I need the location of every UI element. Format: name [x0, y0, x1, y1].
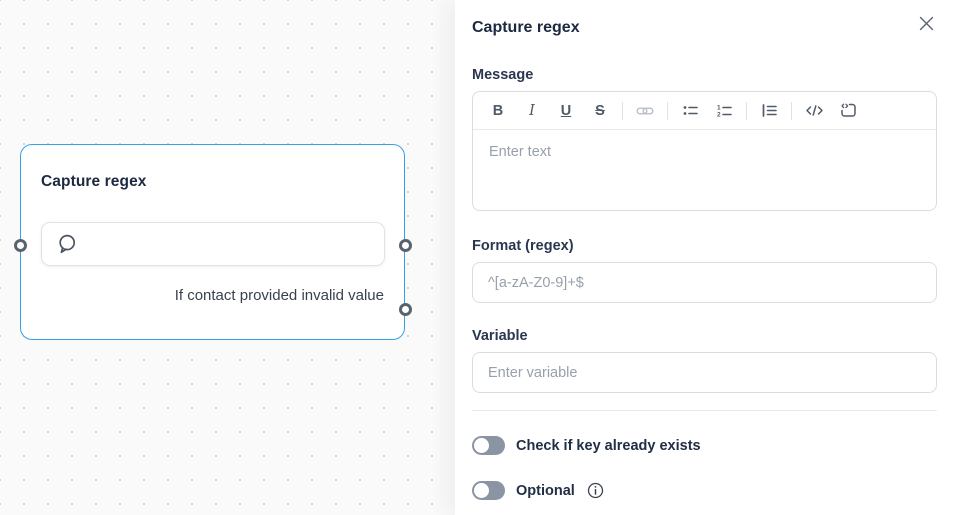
branch-label: If contact provided invalid value: [174, 287, 384, 304]
format-section: Format (regex): [472, 238, 937, 303]
toolbar-divider: [667, 101, 668, 120]
panel-title: Capture regex: [472, 19, 580, 36]
check-exists-label: Check if key already exists: [516, 437, 701, 454]
section-divider: [472, 410, 937, 411]
close-icon[interactable]: [915, 12, 937, 34]
panel-header: Capture regex: [472, 16, 937, 37]
italic-icon[interactable]: I: [529, 102, 535, 119]
code-icon[interactable]: [802, 99, 826, 123]
toggle-knob: [474, 483, 489, 498]
bold-icon[interactable]: B: [492, 102, 504, 119]
svg-text:1: 1: [717, 104, 721, 111]
message-placeholder: Enter text: [489, 144, 552, 160]
info-icon[interactable]: [587, 482, 604, 499]
svg-text:2: 2: [717, 111, 721, 118]
editor-toolbar: B I U S: [473, 92, 936, 130]
strikethrough-icon[interactable]: S: [595, 102, 605, 119]
capture-regex-node[interactable]: Capture regex If contact provided invali…: [13, 144, 412, 340]
toolbar-divider: [622, 101, 623, 120]
toolbar-divider: [791, 101, 792, 120]
bulleted-list-icon[interactable]: [678, 99, 702, 123]
rich-text-editor[interactable]: B I U S: [472, 91, 937, 211]
message-textarea[interactable]: Enter text: [473, 130, 936, 174]
variable-label: Variable: [472, 328, 528, 344]
format-regex-input[interactable]: [472, 262, 937, 303]
node-message-preview[interactable]: [41, 222, 385, 266]
toolbar-divider: [746, 101, 747, 120]
port-output-branch[interactable]: [398, 303, 412, 316]
blockquote-icon[interactable]: [757, 99, 781, 123]
underline-icon[interactable]: U: [560, 102, 572, 119]
toggle-knob: [474, 438, 489, 453]
format-label: Format (regex): [472, 238, 574, 254]
optional-toggle[interactable]: [472, 481, 505, 500]
port-output-right[interactable]: [398, 239, 412, 252]
variable-input[interactable]: [472, 352, 937, 393]
message-label: Message: [472, 67, 534, 83]
numbered-list-icon[interactable]: 1 2: [712, 99, 736, 123]
link-icon[interactable]: [633, 99, 657, 123]
settings-panel: Capture regex Message B I: [455, 0, 956, 515]
branch-row: If contact provided invalid value: [41, 287, 385, 304]
check-exists-toggle[interactable]: [472, 436, 505, 455]
toggle-row-check-exists: Check if key already exists: [472, 436, 937, 455]
optional-label: Optional: [516, 482, 575, 499]
port-input-left[interactable]: [13, 239, 27, 252]
code-block-icon[interactable]: [836, 99, 860, 123]
toggle-row-optional: Optional: [472, 481, 937, 500]
message-section: Message B I U S: [472, 67, 937, 211]
node-title: Capture regex: [41, 173, 147, 190]
chat-bubble-icon: [56, 233, 78, 255]
variable-section: Variable: [472, 328, 937, 393]
flow-canvas[interactable]: Capture regex If contact provided invali…: [0, 0, 455, 515]
